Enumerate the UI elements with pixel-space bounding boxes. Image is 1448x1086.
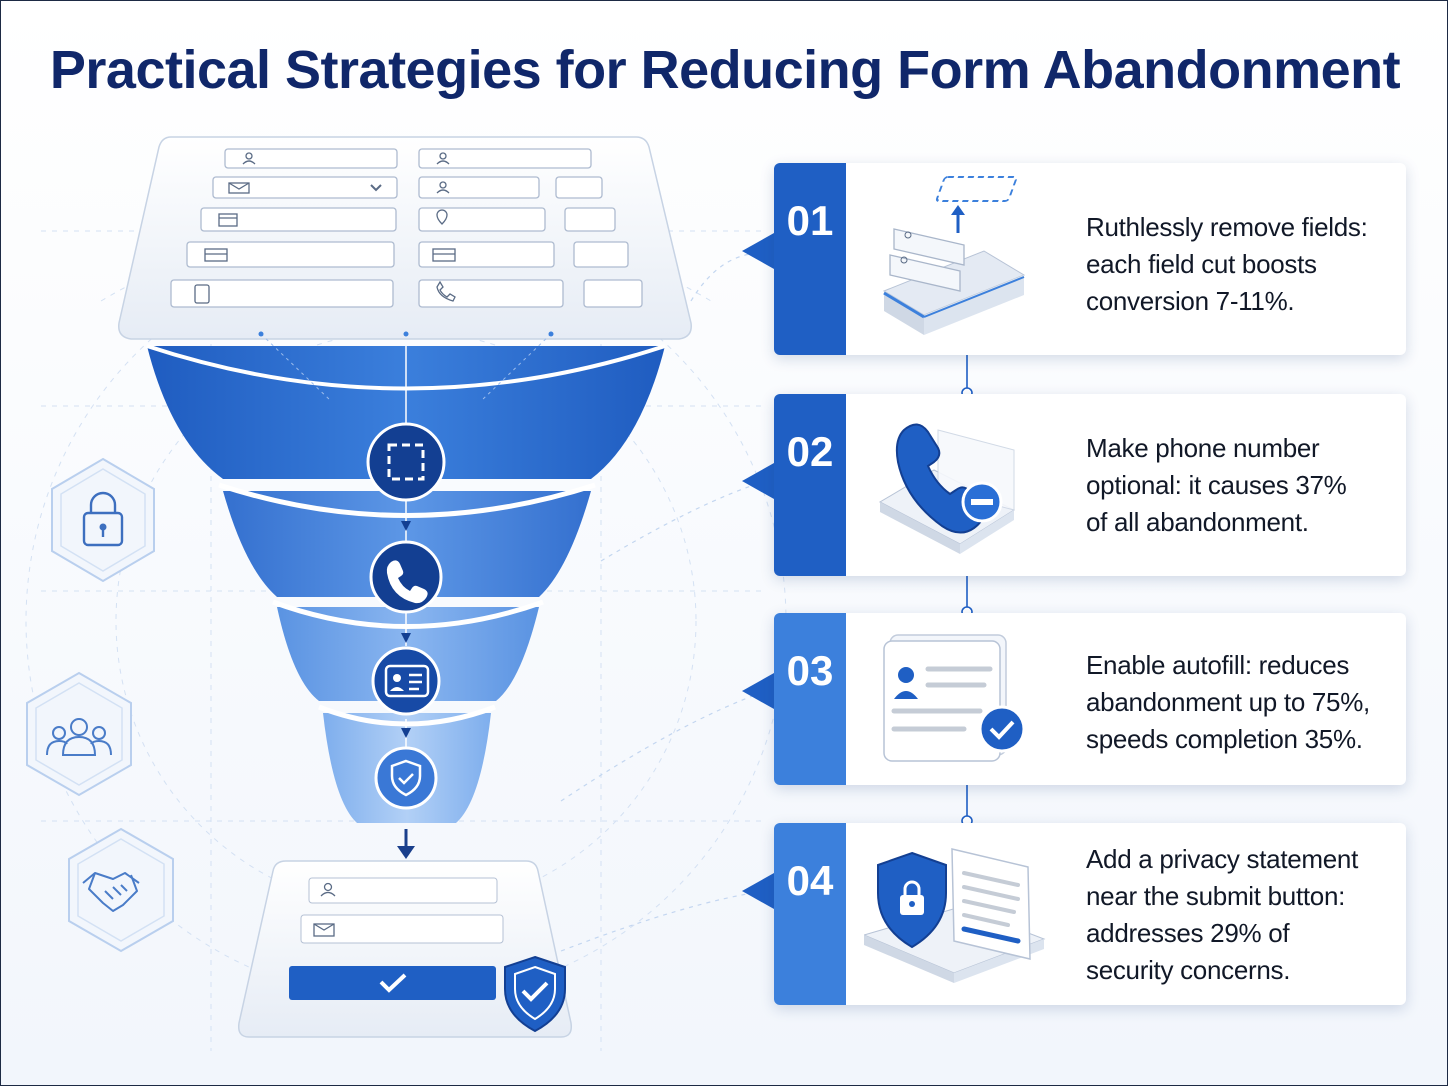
page-title: Practical Strategies for Reducing Form A… xyxy=(49,40,1401,100)
shield-check-icon xyxy=(374,746,438,810)
card-pointers xyxy=(742,233,774,909)
stacked-fields-icon xyxy=(882,176,1026,335)
strategy-line: Enable autofill: reduces xyxy=(1086,650,1350,680)
autofill-profile-icon xyxy=(883,634,1026,762)
strategy-line: conversion 7-11%. xyxy=(1086,286,1295,316)
phone-icon xyxy=(369,540,443,614)
handshake-icon xyxy=(68,827,174,953)
strategy-line: each field cut boosts xyxy=(1086,249,1317,279)
strategy-line: Ruthlessly remove fields: xyxy=(1086,212,1368,242)
strategy-text: Enable autofill: reduces abandonment up … xyxy=(1086,647,1386,758)
strategy-number: 01 xyxy=(774,163,846,355)
funnel xyxy=(146,331,666,823)
strategy-text: Make phone number optional: it causes 37… xyxy=(1086,430,1386,541)
strategy-card-01: 01 Ruthlessly remove fields: each field … xyxy=(774,163,1406,355)
strategy-line: optional: it causes 37% xyxy=(1086,470,1347,500)
strategy-line: abandonment up to 75%, xyxy=(1086,687,1370,717)
top-form-panel xyxy=(118,136,692,340)
lock-icon xyxy=(51,457,155,583)
strategy-card-02: 02 Make phone number optional: it causes… xyxy=(774,394,1406,576)
users-icon xyxy=(26,671,132,797)
strategy-text: Ruthlessly remove fields: each field cut… xyxy=(1086,209,1386,320)
strategy-line: Add a privacy statement xyxy=(1086,844,1359,874)
privacy-shield-icon xyxy=(864,848,1046,983)
connector-lines xyxy=(560,252,767,952)
selection-icon xyxy=(366,422,446,502)
strategy-card-04: 04 Add a privacy statement near the subm… xyxy=(774,823,1406,1005)
strategy-line: Make phone number xyxy=(1086,433,1320,463)
strategy-number: 04 xyxy=(774,823,846,1005)
strategy-line: of all abandonment. xyxy=(1086,507,1309,537)
security-shield-icon xyxy=(504,955,566,1033)
bottom-form-panel xyxy=(237,860,573,1038)
strategy-number: 02 xyxy=(774,394,846,576)
strategy-card-03: 03 Enable autofill: reduces abandonment … xyxy=(774,613,1406,785)
id-card-icon xyxy=(371,646,441,716)
strategy-line: near the submit button: xyxy=(1086,881,1346,911)
strategy-text: Add a privacy statement near the submit … xyxy=(1086,841,1386,989)
strategy-line: security concerns. xyxy=(1086,955,1291,985)
strategy-number: 03 xyxy=(774,613,846,785)
phone-minus-icon xyxy=(878,423,1016,554)
strategy-line: addresses 29% of xyxy=(1086,918,1290,948)
strategy-line: speeds completion 35%. xyxy=(1086,724,1363,754)
